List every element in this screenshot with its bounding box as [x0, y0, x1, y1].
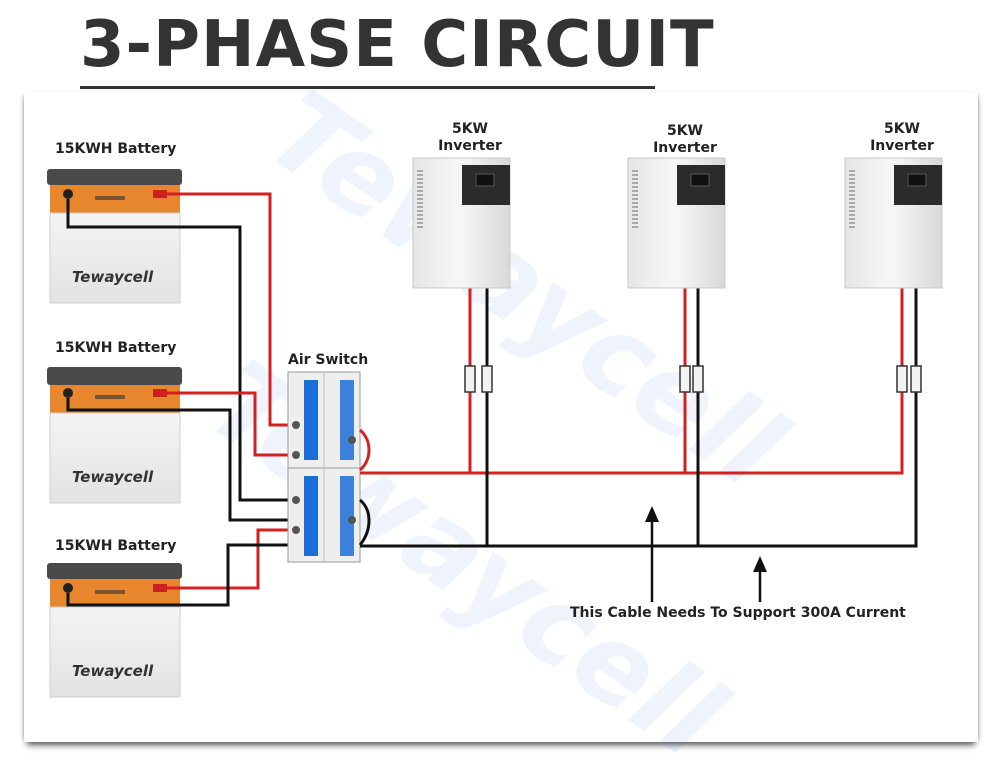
cable-note: This Cable Needs To Support 300A Current: [570, 605, 906, 621]
battery-brand: Tewaycell: [72, 268, 154, 286]
inverter-label: 5KW: [667, 123, 703, 139]
air-switch-label: Air Switch: [288, 352, 368, 368]
inverter-label: 5KW: [884, 121, 920, 137]
battery-2: 15KWH Battery Tewaycell: [47, 340, 182, 504]
battery-brand: Tewaycell: [72, 468, 154, 486]
battery-label: 15KWH Battery: [55, 340, 176, 356]
inverter-2: 5KW Inverter: [627, 123, 726, 289]
cable-arrows: [645, 506, 767, 602]
inverter-label: Inverter: [438, 138, 502, 154]
battery-label: 15KWH Battery: [55, 538, 176, 554]
air-switch: Air Switch: [287, 352, 371, 563]
battery-3: 15KWH Battery Tewaycell: [47, 538, 182, 698]
fuses: [464, 365, 922, 393]
battery-label: 15KWH Battery: [55, 141, 176, 157]
page-title: 3-PHASE CIRCUIT: [80, 8, 715, 82]
inverter-3: 5KW Inverter: [844, 121, 943, 289]
inverter-label: Inverter: [653, 140, 717, 156]
battery-wires: [66, 192, 295, 607]
battery-1: 15KWH Battery Tewaycell: [47, 141, 182, 304]
title-underline: [80, 86, 655, 89]
inverter-1: 5KW Inverter: [412, 121, 511, 289]
inverter-label: 5KW: [452, 121, 488, 137]
inverter-label: Inverter: [870, 138, 934, 154]
battery-brand: Tewaycell: [72, 662, 154, 680]
